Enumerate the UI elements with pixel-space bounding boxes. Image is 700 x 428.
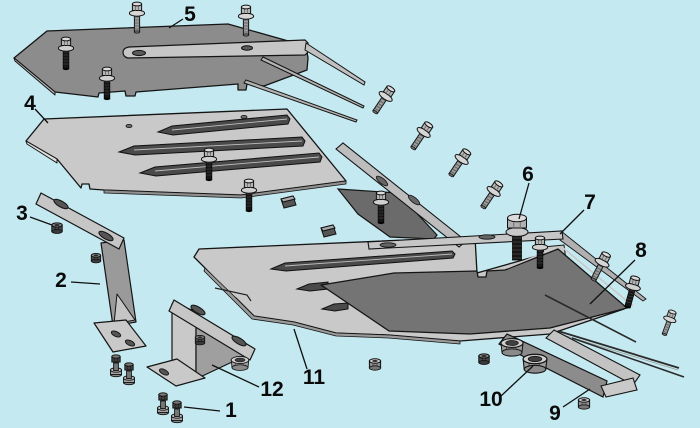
- svg-text:12: 12: [260, 378, 283, 401]
- svg-text:11: 11: [303, 366, 326, 389]
- svg-text:10: 10: [479, 388, 502, 411]
- svg-text:4: 4: [24, 92, 36, 115]
- svg-text:3: 3: [16, 202, 28, 225]
- svg-text:8: 8: [635, 239, 647, 262]
- svg-text:6: 6: [522, 163, 534, 186]
- svg-text:1: 1: [225, 399, 237, 422]
- svg-text:2: 2: [55, 269, 67, 292]
- svg-text:9: 9: [549, 402, 561, 425]
- svg-text:7: 7: [584, 191, 596, 214]
- svg-text:5: 5: [184, 3, 196, 26]
